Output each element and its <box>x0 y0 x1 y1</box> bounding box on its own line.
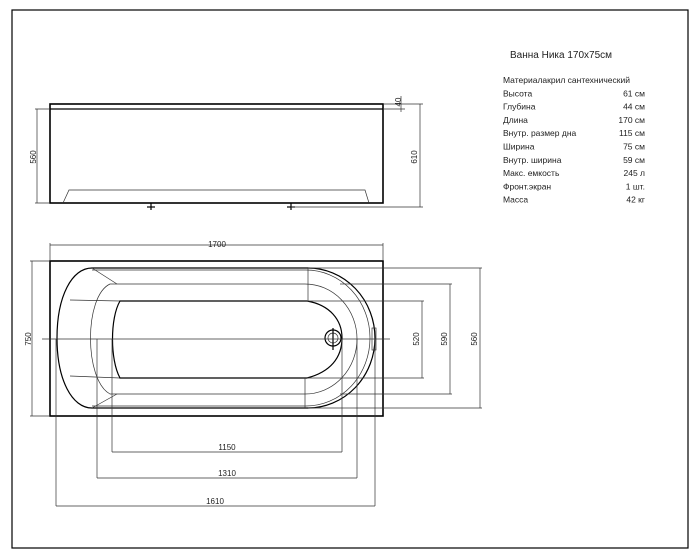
dim-750-line <box>30 260 50 417</box>
spec-value: 44 см <box>623 102 645 112</box>
dim-520-label: 520 <box>412 332 421 346</box>
dim-560-label: 560 <box>29 150 38 164</box>
dim-1310-line <box>96 339 358 479</box>
spec-value: 75 см <box>623 142 645 152</box>
spec-value: 115 см <box>619 128 645 138</box>
side-view: 560 40 610 <box>29 96 423 210</box>
spec-label: Внутр. размер дна <box>503 128 577 138</box>
base-skirt <box>62 189 370 204</box>
top-outline <box>49 260 384 417</box>
dim-750-label: 750 <box>24 332 33 346</box>
dim-590-label: 590 <box>440 332 449 346</box>
dim-560-top-line <box>308 267 482 409</box>
spec-value: акрил сантехнический <box>542 75 630 85</box>
dim-590-line <box>340 283 452 395</box>
spec-label: Высота <box>503 88 532 98</box>
spec-label: Материал <box>503 75 542 85</box>
drawing-frame <box>11 9 689 549</box>
dim-1700-label: 1700 <box>208 240 226 249</box>
spec-label: Ширина <box>503 142 535 152</box>
dim-560-top-label: 560 <box>470 332 479 346</box>
drawing-title: Ванна Ника 170х75см <box>510 50 612 61</box>
spec-value: 59 см <box>623 155 645 165</box>
spec-label: Глубина <box>503 102 536 112</box>
rim-contour <box>56 267 376 409</box>
spec-value: 245 л <box>623 168 645 178</box>
side-outline <box>49 103 384 204</box>
spec-label: Макс. емкость <box>503 168 560 178</box>
top-view: 1700 750 520 590 560 1150 1310 1610 <box>24 240 482 507</box>
dim-1610-line <box>55 339 376 507</box>
spec-value: 42 кг <box>626 195 645 205</box>
overflow <box>371 327 377 351</box>
dim-1150-label: 1150 <box>218 443 236 452</box>
spec-value: 170 см <box>618 115 645 125</box>
foot-right-icon <box>287 203 295 210</box>
dim-1150-line <box>111 339 343 453</box>
dim-40-label: 40 <box>394 97 403 106</box>
dim-1610-label: 1610 <box>206 497 224 506</box>
bottom-contour <box>111 300 343 379</box>
dim-520-line <box>307 300 424 379</box>
spec-label: Масса <box>503 195 528 205</box>
spec-value: 61 см <box>623 88 645 98</box>
dim-610-line <box>291 96 423 208</box>
foot-left-icon <box>147 203 155 210</box>
dim-610-label: 610 <box>410 150 419 164</box>
spec-label: Внутр. ширина <box>503 155 562 165</box>
dim-1700-line <box>49 243 384 261</box>
spec-label: Фронт.экран <box>503 181 551 191</box>
dim-1310-label: 1310 <box>218 469 236 478</box>
spec-value: 1 шт. <box>626 181 645 191</box>
inner-contour <box>90 283 358 395</box>
spec-label: Длина <box>503 115 528 125</box>
dim-560-line <box>35 108 50 204</box>
